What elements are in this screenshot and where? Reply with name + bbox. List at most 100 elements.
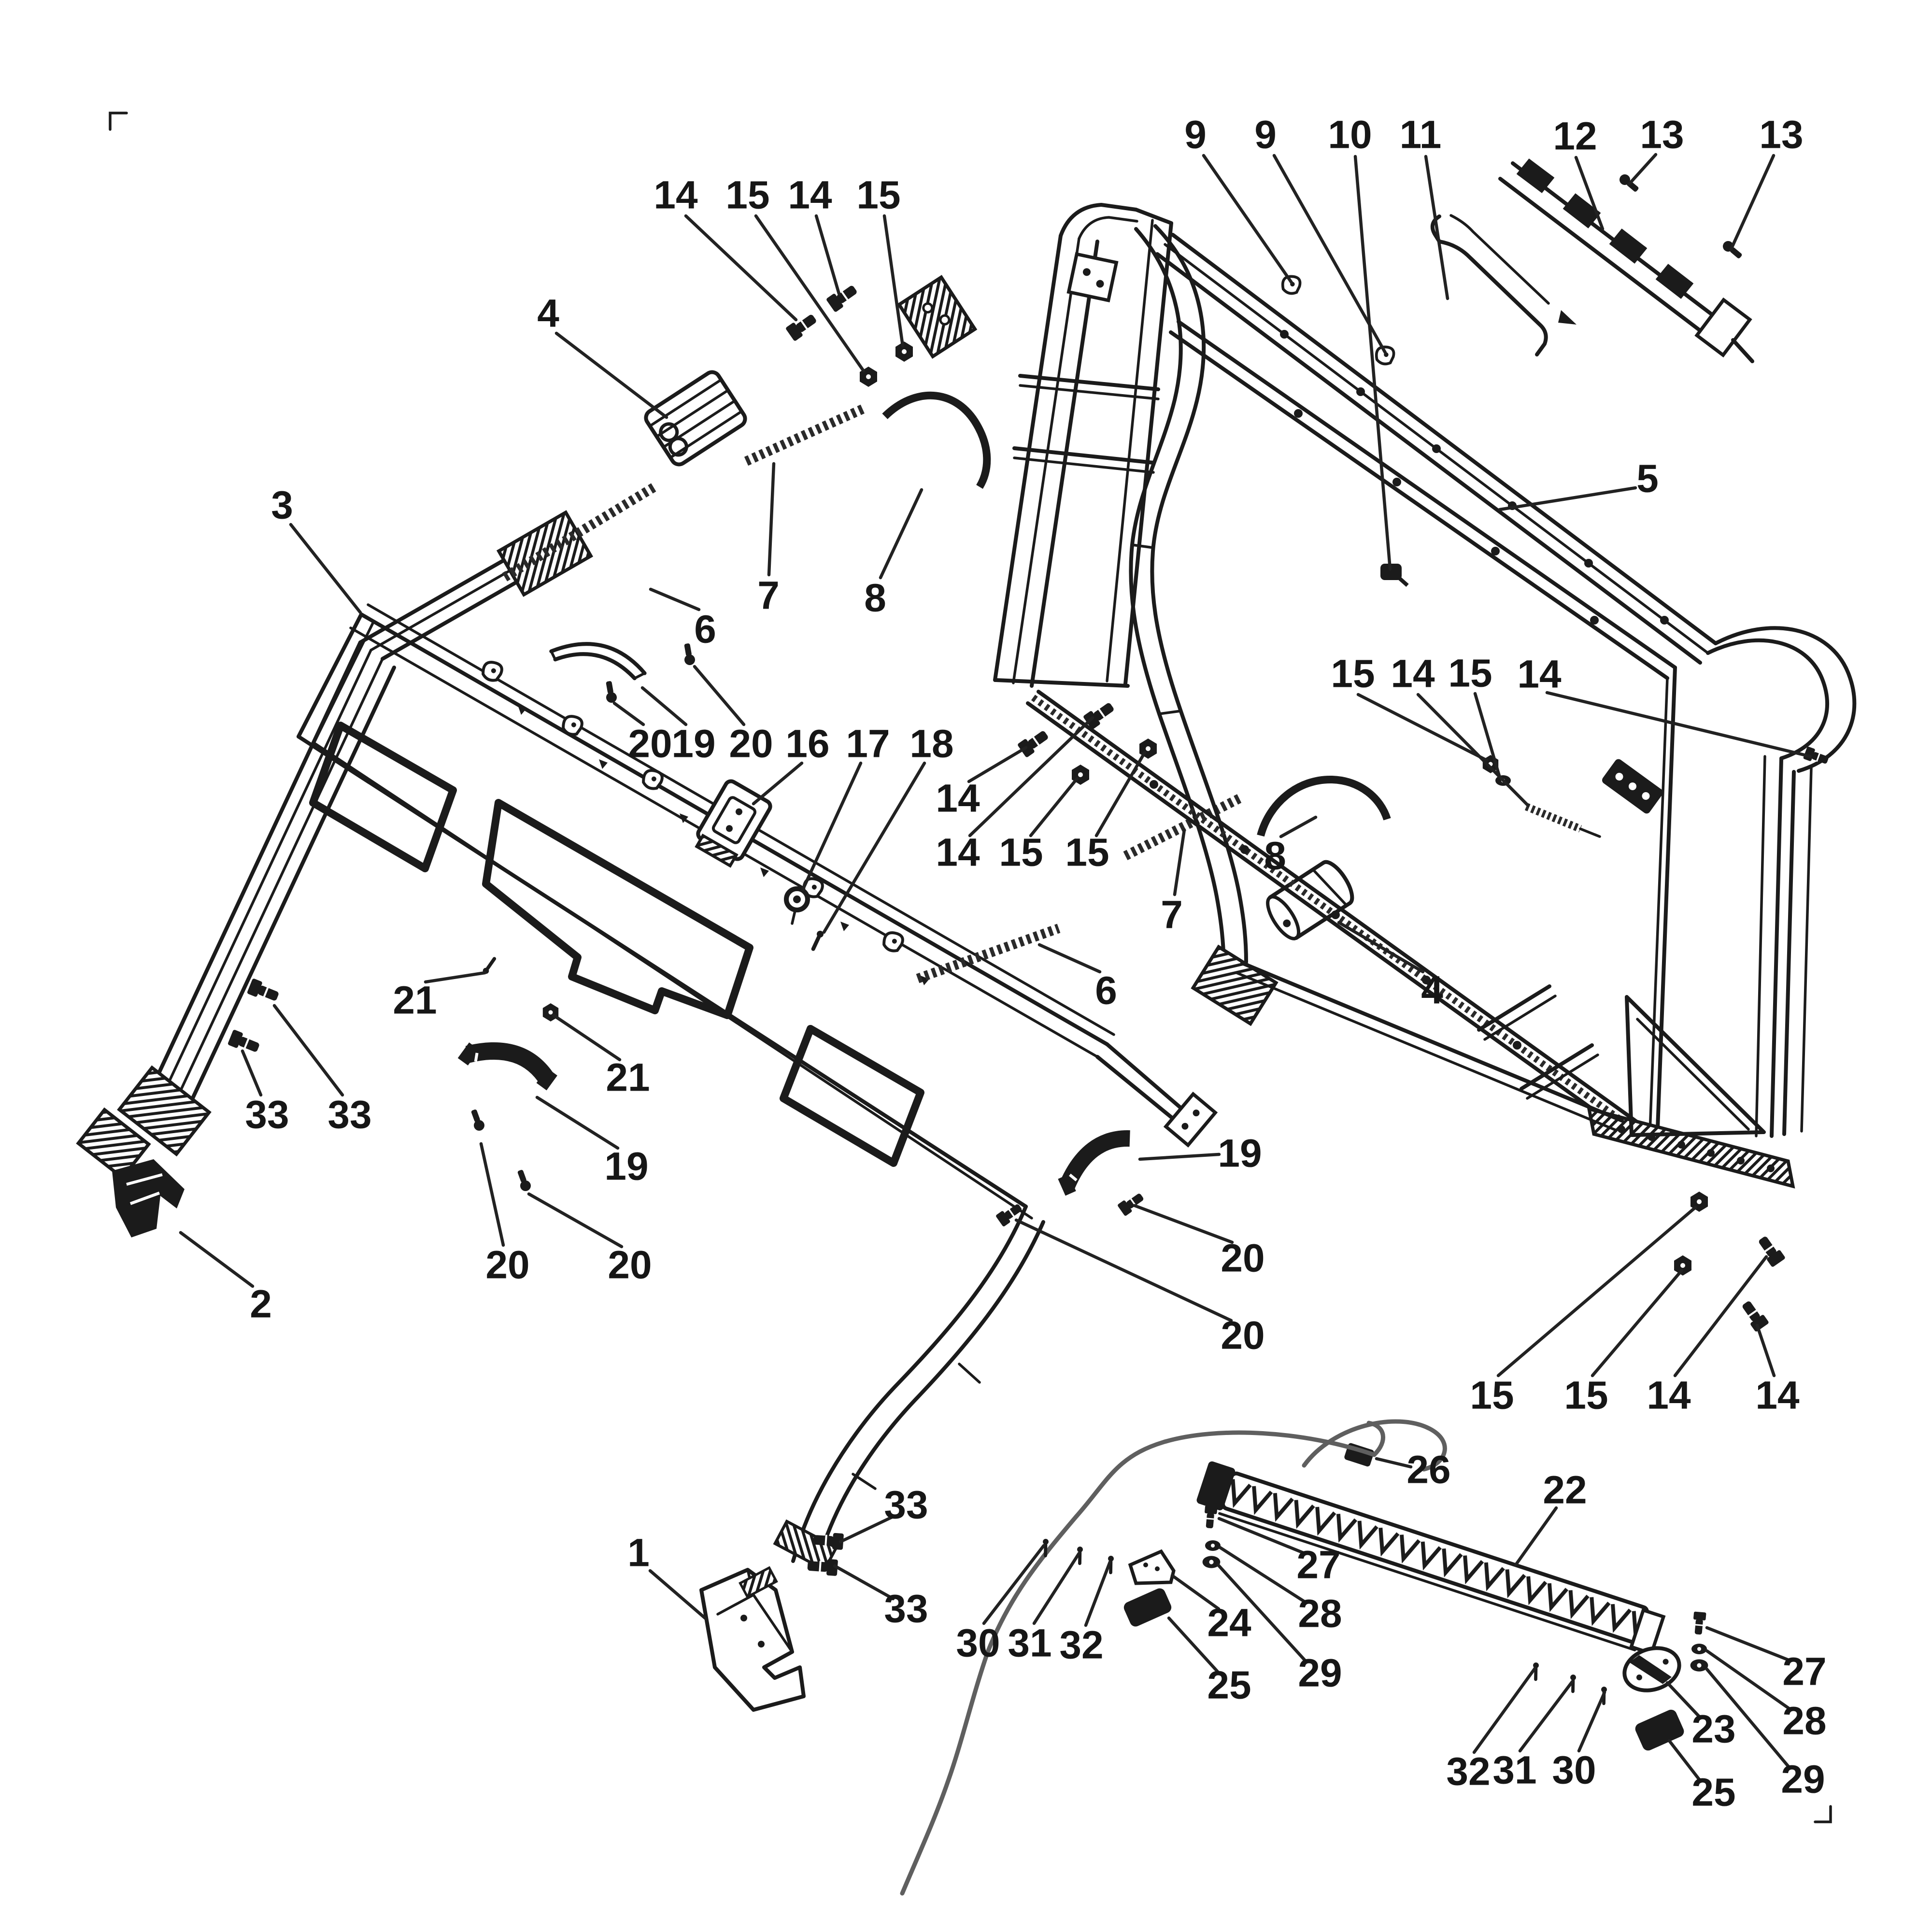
leader-line-30-65 (1577, 1690, 1606, 1753)
callout-29-70: 29 (1781, 1758, 1825, 1802)
rear-cargo-frame (993, 203, 1857, 1189)
leader-line-9-4 (1202, 154, 1293, 284)
bolt (1754, 1233, 1787, 1269)
wire-clip (1375, 345, 1395, 365)
latch-bracket (695, 779, 772, 868)
callout-17-21: 17 (846, 722, 890, 766)
callout-6-33: 6 (1095, 969, 1117, 1013)
leader-line-7-15 (767, 462, 776, 577)
spring-rod (1524, 803, 1582, 833)
leg-foot-cap (76, 1107, 151, 1180)
lightbar-mount-left (1037, 1504, 1221, 1627)
leader-line-17-21 (801, 761, 863, 892)
callout-27-68: 27 (1782, 1650, 1826, 1694)
callout-9-5: 9 (1254, 113, 1277, 157)
leader-line-31-56 (1032, 1551, 1081, 1625)
callout-14-23: 14 (936, 777, 980, 821)
harness-loop (1302, 1419, 1447, 1472)
leader-line-28-69 (1705, 1649, 1793, 1712)
callout-25-67: 25 (1691, 1771, 1735, 1815)
callout-5-13: 5 (1636, 457, 1659, 501)
callout-30-55: 30 (956, 1621, 1000, 1665)
leader-line-7-32 (1173, 828, 1186, 896)
callout-20-41: 20 (485, 1243, 529, 1287)
callout-15-25: 15 (999, 831, 1043, 875)
grommet-ring (784, 886, 810, 925)
callout-20-17: 20 (628, 722, 672, 766)
leader-line-13-10 (1729, 154, 1776, 251)
bolt (1116, 1189, 1147, 1218)
leader-line-12-8 (1574, 156, 1605, 231)
callout-20-42: 20 (608, 1243, 652, 1287)
callout-29-62: 29 (1298, 1651, 1342, 1695)
leader-line-20-44 (1133, 1204, 1234, 1244)
callout-31-64: 31 (1492, 1748, 1536, 1792)
leader-line-25-67 (1667, 1739, 1703, 1783)
callout-13-10: 13 (1759, 113, 1803, 157)
leader-line-14-28 (1416, 693, 1530, 808)
callout-15-46: 15 (1470, 1374, 1514, 1418)
callout-27-60: 27 (1296, 1543, 1340, 1587)
callout-18-22: 18 (909, 722, 953, 766)
callout-7-32: 7 (1161, 893, 1183, 937)
lightbar-mount-right (1527, 1610, 1708, 1751)
callout-14-49: 14 (1755, 1374, 1800, 1418)
callout-20-19: 20 (729, 722, 773, 766)
leader-line-6-33 (1037, 943, 1102, 974)
wire-clip (1281, 275, 1301, 295)
leader-line-14-2 (814, 214, 841, 296)
leader-line-31-64 (1518, 1680, 1574, 1753)
leader-line-33-52 (833, 1564, 895, 1601)
callout-15-3: 15 (856, 173, 900, 217)
part-12-hinge-strip (1498, 158, 1754, 363)
leader-line-24-58 (1170, 1574, 1221, 1611)
callout-20-45: 20 (1221, 1314, 1264, 1358)
window-cutout (309, 722, 457, 872)
leader-line-25-59 (1167, 1616, 1220, 1674)
rubber-clamp (1380, 564, 1409, 587)
bolt (1016, 726, 1052, 759)
bolt (824, 281, 861, 314)
leader-line-19-18 (640, 686, 688, 726)
leader-line-4-12 (554, 331, 668, 419)
callout-4-34: 4 (1421, 968, 1443, 1012)
leader-line-20-45 (1014, 1218, 1233, 1322)
leader-line-32-57 (1084, 1560, 1112, 1627)
leader-line-15-29 (1473, 692, 1501, 778)
callout-33-51: 33 (884, 1483, 928, 1527)
leader-line-15-47 (1591, 1268, 1684, 1378)
page-corner-mark-topleft (109, 112, 128, 131)
callout-7-15: 7 (757, 574, 780, 618)
leader-line-33-38 (272, 1004, 344, 1097)
leader-line-14-49 (1755, 1323, 1776, 1378)
curved-trim (1257, 775, 1391, 837)
leader-line-16-20 (752, 761, 804, 806)
leader-line-5-13 (1498, 486, 1637, 511)
grab-handle-grip (1058, 1130, 1130, 1196)
leader-line-14-0 (684, 214, 798, 322)
roll-cage-drawing (76, 112, 1857, 1896)
callout-26-53: 26 (1406, 1448, 1450, 1492)
callout-33-38: 33 (327, 1093, 371, 1137)
leg-foot-cap (117, 1065, 212, 1157)
callout-2-40: 2 (250, 1282, 272, 1326)
leader-line-11-7 (1424, 155, 1449, 300)
callout-14-0: 14 (653, 173, 698, 217)
leader-line-18-22 (822, 761, 926, 934)
threaded-rod (916, 923, 1061, 983)
leader-line-15-46 (1496, 1206, 1697, 1378)
callout-19-18: 19 (671, 722, 715, 766)
light-bar-assembly (1196, 1419, 1666, 1656)
part-2-bracket (112, 1159, 185, 1237)
callout-20-44: 20 (1221, 1236, 1264, 1280)
leader-line-22-54 (1514, 1506, 1558, 1567)
bolt (1737, 1297, 1771, 1334)
leader-line-29-70 (1705, 1667, 1791, 1770)
callout-14-2: 14 (788, 173, 832, 217)
leader-line-15-1 (754, 214, 866, 373)
gusset-panel (1625, 995, 1766, 1137)
callout-12-8: 12 (1553, 114, 1597, 158)
callout-22-54: 22 (1543, 1468, 1587, 1512)
